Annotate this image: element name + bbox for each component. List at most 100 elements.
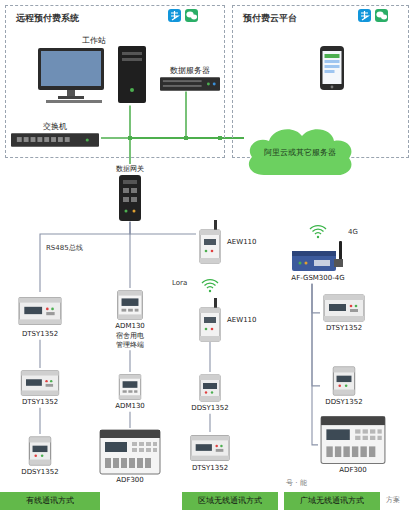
multi-user-meter-icon-part-part <box>370 429 375 433</box>
node-label: 广域无线通讯方式 <box>300 496 364 506</box>
wifi-symbol <box>310 226 326 239</box>
wechat-icon-part <box>375 9 388 22</box>
phone-illustration <box>320 46 344 90</box>
switch-icon-part <box>11 134 99 148</box>
switch-icon-part-part <box>58 137 63 142</box>
node-label: DDSY1352 <box>191 404 228 413</box>
wireless-module-icon-part <box>205 328 208 331</box>
workstation-icon <box>36 46 151 104</box>
gateway-icon-part <box>123 188 129 193</box>
workstation-icon-part <box>41 51 101 86</box>
wifi-symbol-part <box>313 229 324 231</box>
phone-illustration-part <box>325 54 340 58</box>
gsm-module-icon-part <box>292 251 336 271</box>
terminal-icon-part <box>118 314 142 319</box>
switch-icon-part <box>86 139 89 142</box>
meter-icon-part <box>338 385 341 388</box>
bus-line <box>39 340 40 368</box>
meter-icon-part <box>205 391 207 393</box>
wireless-module-icon-part <box>200 308 220 341</box>
node-label: AF-GSM300-4G <box>291 274 344 283</box>
dorm-terminal: ADM130宿舍用电 管理终端 <box>104 288 156 350</box>
workstation-icon-part <box>58 96 84 99</box>
node-label: AEW110 <box>227 238 257 247</box>
meter-icon <box>17 293 63 329</box>
node-label: 数据服务器 <box>170 66 210 75</box>
gateway-icon-part <box>131 197 137 202</box>
energy-meter: DDSY1352 <box>18 434 62 478</box>
workstation-icon-part <box>46 100 102 103</box>
phone-illustration-part <box>320 46 344 90</box>
multi-user-meter-icon-part-part <box>121 458 127 468</box>
multi-user-meter-icon-part-part <box>355 436 360 440</box>
multi-user-meter-icon-part-part <box>139 442 144 446</box>
gateway-icon-part <box>123 180 137 184</box>
meter-icon-part <box>191 436 229 461</box>
alipay-icon <box>358 9 371 22</box>
multi-user-meter-icon-part-part <box>326 446 332 457</box>
meter-icon-part <box>200 396 220 401</box>
device-icon <box>196 298 224 342</box>
wifi-symbol-part <box>207 287 213 288</box>
meter-icon <box>27 435 53 467</box>
meter-icon-part <box>333 390 354 395</box>
dorm-terminal: ADM130 <box>108 372 152 412</box>
node-label: 阿里云或其它服务器 <box>264 148 336 158</box>
alipay-icon-part <box>361 11 368 20</box>
meter-icon-part <box>50 380 52 382</box>
device-icon <box>19 369 61 397</box>
terminal-icon-part <box>128 390 132 392</box>
meter-icon-part <box>211 391 213 393</box>
wifi-symbol-part <box>209 290 211 292</box>
alipay-icon <box>168 9 181 22</box>
multi-user-meter-icon-part-part <box>146 442 151 446</box>
node-label: 预付费云平台 <box>243 13 297 24</box>
terminal-icon-part <box>135 309 139 312</box>
category-bar: 广域无线通讯方式 <box>284 492 380 510</box>
node-label: DTSY1352 <box>326 324 362 333</box>
category-bar: 有线通讯方式 <box>0 492 100 510</box>
node-label: 工作站 <box>82 36 106 45</box>
meter-icon-part <box>324 316 364 321</box>
device-icon <box>117 175 143 221</box>
network-line <box>186 91 244 138</box>
gateway-icon-part <box>119 175 141 221</box>
meter-icon-part <box>333 367 354 395</box>
meter-icon-part <box>350 309 358 312</box>
device-icon <box>196 220 224 264</box>
switch-icon-part-part <box>65 137 70 142</box>
workstation-icon-part <box>130 88 134 92</box>
meter-icon-part <box>203 383 217 389</box>
multi-user-meter-icon-part-part <box>370 436 375 440</box>
gateway-icon-part <box>125 209 128 212</box>
meter-icon-part <box>191 436 229 441</box>
phone-illustration-part <box>325 60 340 63</box>
multi-user-meter-icon-part-part <box>153 442 157 446</box>
device-icon <box>115 289 145 321</box>
meter-icon-part <box>51 308 54 311</box>
multi-user-meter-icon-part <box>321 417 385 464</box>
node-label: 交换机 <box>43 122 67 131</box>
switch-icon-part-part <box>37 137 42 142</box>
bus-label: RS485总线 <box>46 244 83 252</box>
meter-icon-part <box>191 456 229 461</box>
multi-user-meter-icon-part <box>100 430 160 474</box>
terminal-icon <box>115 289 145 321</box>
multi-user-meter-icon-part <box>105 442 127 452</box>
multi-user-meter-icon-part-part <box>363 429 368 433</box>
meter-icon-part <box>34 455 37 458</box>
multi-user-meter-icon-part-part <box>146 448 151 452</box>
gsm-module-icon-part <box>339 241 342 261</box>
energy-meter: DDSY1352 <box>320 364 368 408</box>
meter-icon-part <box>21 371 58 395</box>
wechat-icon-part <box>185 9 198 22</box>
multi-user-meter-icon-part <box>321 417 385 426</box>
wifi-symbol-part <box>310 226 326 229</box>
wechat-icon-part <box>191 15 197 20</box>
meter-icon-part <box>33 446 48 452</box>
bus-line <box>209 342 210 372</box>
device-icon <box>331 365 357 397</box>
meter-icon-part <box>41 455 44 458</box>
meter-icon-part <box>220 445 222 447</box>
meter-icon-part <box>24 307 42 314</box>
